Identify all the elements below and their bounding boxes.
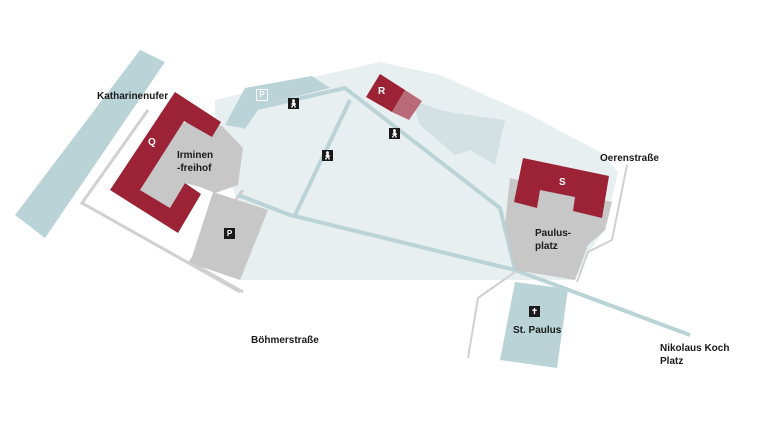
label-katharinenufer: Katharinenufer	[97, 91, 169, 102]
river	[15, 50, 165, 238]
label-oerenstrasse: Oerenstraße	[600, 153, 659, 164]
label-line: -freihof	[177, 163, 212, 174]
building-s-label[interactable]: S	[559, 177, 566, 188]
pedestrian-icon: 🚶︎	[389, 128, 400, 139]
building-q	[110, 92, 221, 233]
label-line: Platz	[660, 356, 684, 367]
building-s	[514, 158, 609, 218]
parking-outline-icon: P	[256, 89, 268, 101]
label-nikolaus-koch-platz: Nikolaus Koch Platz	[660, 342, 729, 368]
building-q-label[interactable]: Q	[148, 137, 156, 148]
building-r-label[interactable]: R	[378, 86, 386, 97]
label-line: platz	[535, 241, 558, 252]
label-irminenfreihof: Irminen -freihof	[177, 149, 213, 175]
label-line: Paulus-	[535, 228, 572, 239]
label-line: Nikolaus Koch	[660, 343, 730, 354]
label-boehmerstrasse: Böhmerstraße	[251, 335, 319, 346]
plaza-irminenfreihof	[140, 122, 243, 208]
building-r-annex	[392, 90, 422, 120]
label-paulusplatz: Paulus- platz	[535, 227, 571, 253]
st-paulus-church-area	[500, 282, 568, 368]
pedestrian-icon: 🚶︎	[322, 150, 333, 161]
road-oeren	[576, 164, 628, 283]
label-line: Irminen	[177, 150, 214, 161]
pedestrian-icon: 🚶︎	[288, 98, 299, 109]
parking-icon: P	[224, 228, 235, 239]
church-icon: ✝	[529, 306, 540, 317]
road-south	[467, 271, 516, 359]
green-area-east	[412, 100, 505, 165]
label-st-paulus: St. Paulus	[513, 325, 562, 336]
building-r	[366, 74, 405, 112]
road-west	[79, 109, 241, 294]
